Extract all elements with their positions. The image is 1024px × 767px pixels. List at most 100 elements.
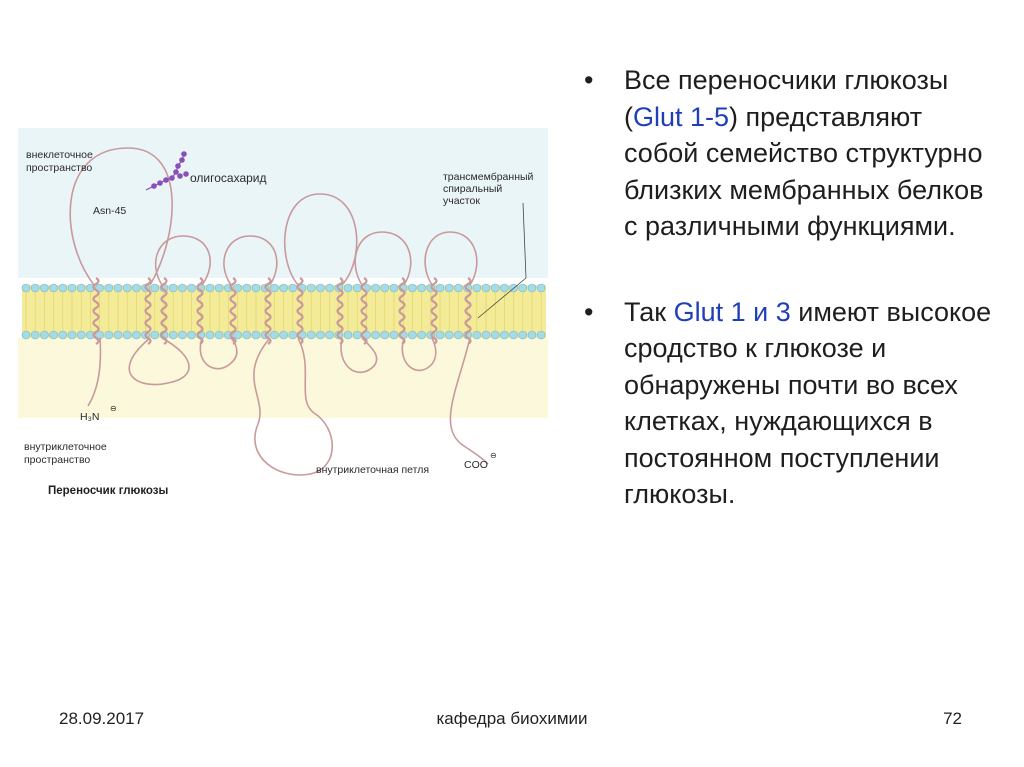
lipid-head	[288, 283, 298, 293]
sugar-residue	[179, 157, 185, 163]
lipid-head	[380, 330, 390, 340]
footer-date: 28.09.2017	[59, 709, 145, 728]
transmembrane-helix	[430, 277, 438, 345]
transmembrane-helix	[92, 277, 100, 345]
label-oligosaccharide: олигосахарид	[190, 171, 267, 185]
label-transmembrane-3: участок	[443, 195, 480, 207]
lipid-head	[408, 330, 417, 340]
lipid-head	[214, 283, 224, 293]
transmembrane-helix	[196, 277, 204, 345]
lipid-head	[178, 330, 187, 340]
bullet-text-part: Так	[624, 296, 674, 327]
intracellular-loop	[128, 337, 190, 386]
lipid-head	[67, 330, 77, 340]
lipid-head	[500, 330, 509, 340]
lipid-head	[242, 330, 252, 340]
extracellular-loop	[354, 231, 412, 286]
lipid-head	[279, 330, 288, 340]
lipid-head	[527, 283, 537, 293]
lipid-head	[509, 330, 518, 340]
intracellular-loop	[340, 337, 378, 373]
label-transmembrane-1: трансмембранный	[443, 171, 534, 183]
lipid-head	[168, 283, 178, 293]
transmembrane-helix	[336, 277, 344, 345]
sugar-residue	[151, 183, 157, 189]
label-c-terminus: COO	[464, 459, 488, 471]
lipid-head	[168, 330, 178, 340]
sugar-residue	[177, 173, 183, 179]
lipid-head	[270, 330, 279, 340]
glucose-transporter-figure: внеклеточное пространство Asn-45 олигоса…	[18, 128, 548, 506]
lipid-head	[49, 330, 58, 340]
label-intracellular-loop: внутриклеточная петля	[316, 464, 429, 476]
lipid-head	[187, 330, 196, 340]
bullet-list: • Все переносчики глюкозы (Glut 1-5) пре…	[582, 62, 1002, 513]
transmembrane-helix	[398, 277, 406, 345]
bullet-text-part: ) представляют собой семейство структурн…	[624, 101, 984, 242]
lipid-head	[21, 283, 31, 293]
extracellular-loop	[424, 231, 478, 286]
sugar-residue	[163, 177, 169, 183]
label-intracellular-1: внутриклеточное	[24, 441, 107, 453]
lipid-head	[214, 330, 224, 340]
transmembrane-helix	[144, 277, 152, 345]
intracellular-loops	[87, 337, 489, 476]
lipid-head	[472, 283, 482, 293]
n-terminus-tail	[87, 337, 102, 407]
lipid-head	[178, 283, 187, 293]
transmembrane-leader-line	[477, 202, 527, 319]
lipid-head	[76, 330, 86, 340]
intracellular-loop	[401, 337, 437, 371]
label-transmembrane-2: спиральный	[443, 183, 502, 195]
lipid-head	[49, 283, 58, 293]
lipid-head	[518, 330, 528, 340]
lipid-head	[454, 330, 463, 340]
label-n-terminus: H₃N	[80, 411, 99, 423]
lipid-head	[251, 283, 261, 293]
lipid-head	[325, 283, 334, 293]
lipid-head	[58, 283, 68, 293]
lipid-head	[343, 330, 353, 340]
sugar-residue	[181, 151, 187, 157]
bullet-marker: •	[584, 296, 594, 327]
bullet-highlight: Glut 1 и 3	[673, 296, 791, 327]
lipid-head	[306, 283, 316, 293]
lipid-head	[435, 330, 445, 340]
lipid-head	[444, 283, 454, 293]
lipid-head	[242, 283, 252, 293]
label-asn45: Asn-45	[93, 205, 126, 217]
lipid-head	[270, 283, 279, 293]
transmembrane-helix	[296, 277, 304, 345]
figure-caption: Переносчик глюкозы	[48, 485, 169, 497]
lipid-head	[40, 330, 49, 340]
lipid-head	[417, 330, 426, 340]
lipid-head	[76, 283, 86, 293]
lipid-head	[205, 283, 215, 293]
lipid-head	[40, 283, 49, 293]
sugar-residue	[169, 175, 175, 181]
bullet-marker: •	[584, 65, 594, 95]
sugar-residue	[173, 169, 179, 175]
c-terminus-tail	[449, 337, 489, 465]
lipid-head	[205, 330, 215, 340]
bullet-item-1: • Все переносчики глюкозы (Glut 1-5) пре…	[582, 62, 1002, 245]
lipid-head	[279, 283, 288, 293]
transmembrane-helix	[464, 277, 472, 345]
lipid-head	[58, 330, 68, 340]
footer-department: кафедра биохимии	[436, 709, 588, 728]
transmembrane-helices	[92, 277, 472, 345]
lipid-head	[444, 330, 454, 340]
lipid-head	[389, 330, 399, 340]
bullet-highlight: Glut 1-5	[633, 101, 730, 132]
lipid-head	[104, 330, 114, 340]
lipid-head	[380, 283, 390, 293]
extracellular-loop	[223, 235, 278, 286]
lipid-head	[67, 283, 77, 293]
transmembrane-helix	[264, 277, 272, 345]
lipid-head	[30, 330, 40, 340]
bullet-item-2: • Так Glut 1 и 3 имеют высокое сродство …	[582, 294, 1002, 513]
lipid-head	[371, 330, 380, 340]
lipid-head	[536, 283, 546, 293]
lipid-head	[187, 283, 196, 293]
